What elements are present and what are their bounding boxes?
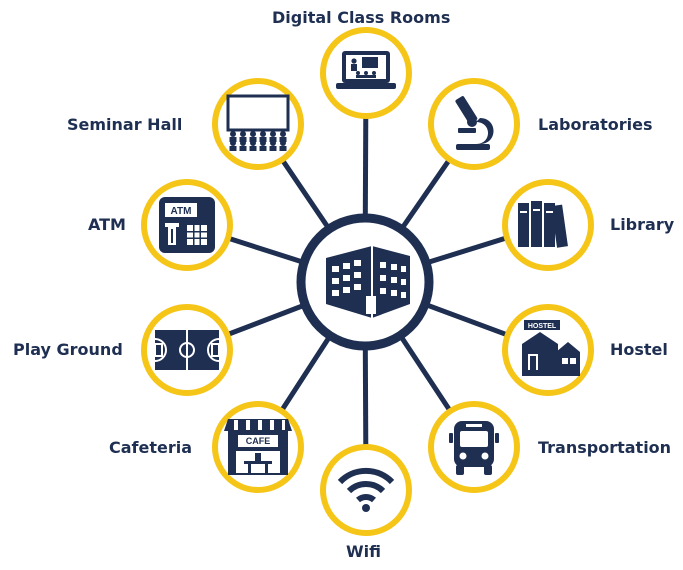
center-hub bbox=[296, 213, 434, 351]
seat-head bbox=[230, 140, 236, 146]
books-icon bbox=[518, 201, 568, 248]
seat-head bbox=[230, 131, 236, 137]
label-atm: ATM bbox=[88, 215, 126, 234]
court-icon bbox=[154, 330, 220, 370]
seat-body bbox=[279, 146, 287, 151]
seat-body bbox=[239, 146, 247, 151]
cafe-icon: CAFE bbox=[224, 419, 292, 475]
node-cafeteria: CAFE bbox=[212, 401, 304, 493]
node-library bbox=[502, 179, 594, 271]
seminar-hall-icon bbox=[226, 94, 290, 151]
seat-body bbox=[259, 137, 267, 142]
building-icon bbox=[326, 246, 410, 318]
seat-head bbox=[240, 140, 246, 146]
node-play-ground bbox=[141, 304, 233, 396]
atm-screen-text: ATM bbox=[171, 206, 192, 217]
label-cafeteria: Cafeteria bbox=[109, 438, 193, 457]
node-digital-class-rooms bbox=[320, 27, 412, 119]
seat-body bbox=[279, 137, 287, 142]
atm-icon: ATM bbox=[159, 197, 215, 253]
cafe-sign-text: CAFE bbox=[246, 436, 271, 446]
node-atm: ATM bbox=[141, 179, 233, 271]
node-transportation bbox=[428, 401, 520, 493]
seat-body bbox=[229, 146, 237, 151]
label-digital-class-rooms: Digital Class Rooms bbox=[272, 8, 451, 27]
wifi-icon bbox=[337, 467, 395, 512]
seat-body bbox=[269, 146, 277, 151]
seat-head bbox=[250, 140, 256, 146]
microscope-icon bbox=[455, 96, 494, 150]
seat-body bbox=[249, 137, 257, 142]
node-wifi bbox=[320, 444, 412, 536]
seat-head bbox=[260, 131, 266, 137]
hostel-icon: HOSTEL bbox=[522, 320, 580, 376]
seat-body bbox=[229, 137, 237, 142]
label-transportation: Transportation bbox=[538, 438, 672, 457]
hostel-sign-text: HOSTEL bbox=[528, 323, 557, 330]
seat-body bbox=[249, 146, 257, 151]
seat-head bbox=[260, 140, 266, 146]
seat-head bbox=[280, 140, 286, 146]
node-hostel: HOSTEL bbox=[502, 304, 594, 396]
seat-head bbox=[270, 140, 276, 146]
laptop-presentation-icon bbox=[336, 51, 396, 89]
seat-head bbox=[280, 131, 286, 137]
node-laboratories bbox=[428, 78, 520, 170]
seat-body bbox=[269, 137, 277, 142]
label-hostel: Hostel bbox=[610, 340, 668, 359]
label-library: Library bbox=[610, 215, 675, 234]
seat-body bbox=[239, 137, 247, 142]
label-laboratories: Laboratories bbox=[538, 115, 653, 134]
label-seminar-hall: Seminar Hall bbox=[67, 115, 183, 134]
seat-body bbox=[259, 146, 267, 151]
node-seminar-hall bbox=[212, 78, 304, 170]
seat-head bbox=[250, 131, 256, 137]
label-play-ground: Play Ground bbox=[13, 340, 123, 359]
seat-head bbox=[240, 131, 246, 137]
label-wifi: Wifi bbox=[346, 542, 381, 561]
bus-icon bbox=[449, 421, 499, 475]
seat-head bbox=[270, 131, 276, 137]
